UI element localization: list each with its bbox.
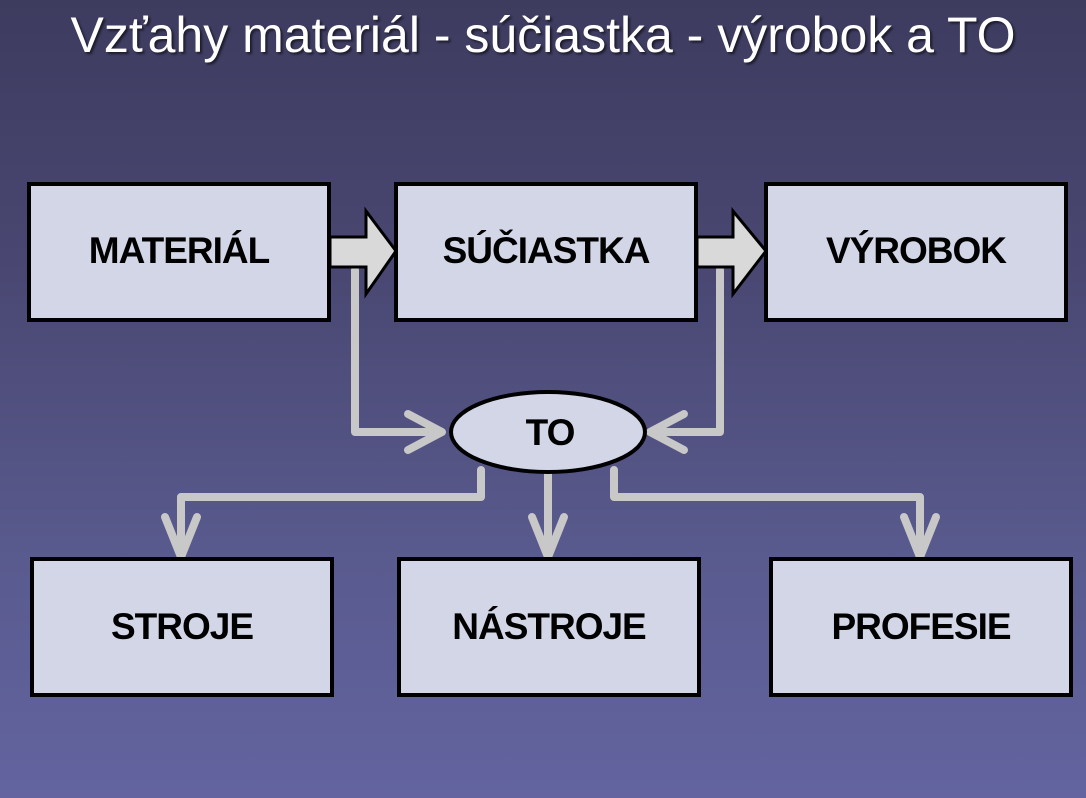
connector-material-to (351, 266, 446, 454)
connector-to-nastroje (528, 468, 568, 561)
node-to: TO (449, 390, 647, 474)
connector-to-stroje (161, 466, 485, 561)
arrow-suciastka-vyrobok (695, 206, 768, 299)
connector-suciastka-to (646, 266, 724, 454)
connector-to-profesie (610, 466, 940, 561)
node-vyrobok: VÝROBOK (764, 182, 1068, 322)
node-material-label: MATERIÁL (89, 230, 270, 271)
node-stroje-label: STROJE (111, 606, 253, 647)
node-nastroje: NÁSTROJE (397, 557, 701, 697)
arrow-material-suciastka (328, 206, 398, 299)
node-stroje: STROJE (30, 557, 334, 697)
node-profesie-label: PROFESIE (831, 606, 1010, 647)
node-vyrobok-label: VÝROBOK (826, 230, 1007, 271)
node-suciastka: SÚČIASTKA (394, 182, 698, 322)
node-to-label: TO (526, 412, 575, 453)
node-material: MATERIÁL (27, 182, 331, 322)
node-profesie: PROFESIE (769, 557, 1073, 697)
node-suciastka-label: SÚČIASTKA (443, 229, 650, 271)
node-nastroje-label: NÁSTROJE (452, 606, 646, 647)
slide-title: Vzťahy materiál - súčiastka - výrobok a … (70, 7, 1016, 63)
